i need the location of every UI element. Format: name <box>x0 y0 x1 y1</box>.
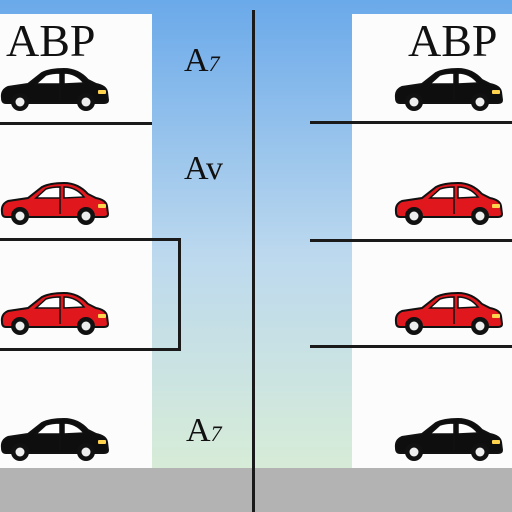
right-sign: ABP <box>408 18 497 64</box>
car-left-4 <box>0 414 112 469</box>
middle-label-bottom-text: A <box>186 412 211 449</box>
car-left-2 <box>0 178 112 233</box>
middle-label-top: A7 <box>184 44 220 78</box>
middle-label-bottom-mark: 7 <box>211 421 222 446</box>
car-icon <box>0 178 112 228</box>
middle-label-bottom: A7 <box>186 414 222 448</box>
car-right-3 <box>392 288 506 343</box>
ground-strip <box>0 468 512 512</box>
car-icon <box>392 178 506 228</box>
car-left-1 <box>0 64 112 119</box>
car-left-3 <box>0 288 112 343</box>
car-icon <box>0 414 112 464</box>
middle-label-top-text: A <box>184 42 209 79</box>
right-shelf-line-1 <box>310 121 512 124</box>
middle-label-middle: Av <box>184 152 223 186</box>
car-right-1 <box>392 64 506 119</box>
car-right-2 <box>392 178 506 233</box>
left-sign: ABP <box>6 18 95 64</box>
car-right-4 <box>392 414 506 469</box>
right-shelf-line-3 <box>310 345 512 348</box>
left-shelf-line-1 <box>0 122 152 125</box>
car-icon <box>0 288 112 338</box>
left-shelf-line-2 <box>0 238 180 241</box>
left-shelf-line-3 <box>0 348 181 351</box>
car-icon <box>0 64 112 114</box>
right-shelf-line-2 <box>310 239 512 242</box>
car-icon <box>392 414 506 464</box>
middle-label-top-mark: 7 <box>209 51 220 76</box>
car-icon <box>392 288 506 338</box>
center-pole <box>252 10 255 512</box>
car-icon <box>392 64 506 114</box>
left-bracket-upright <box>178 238 181 351</box>
